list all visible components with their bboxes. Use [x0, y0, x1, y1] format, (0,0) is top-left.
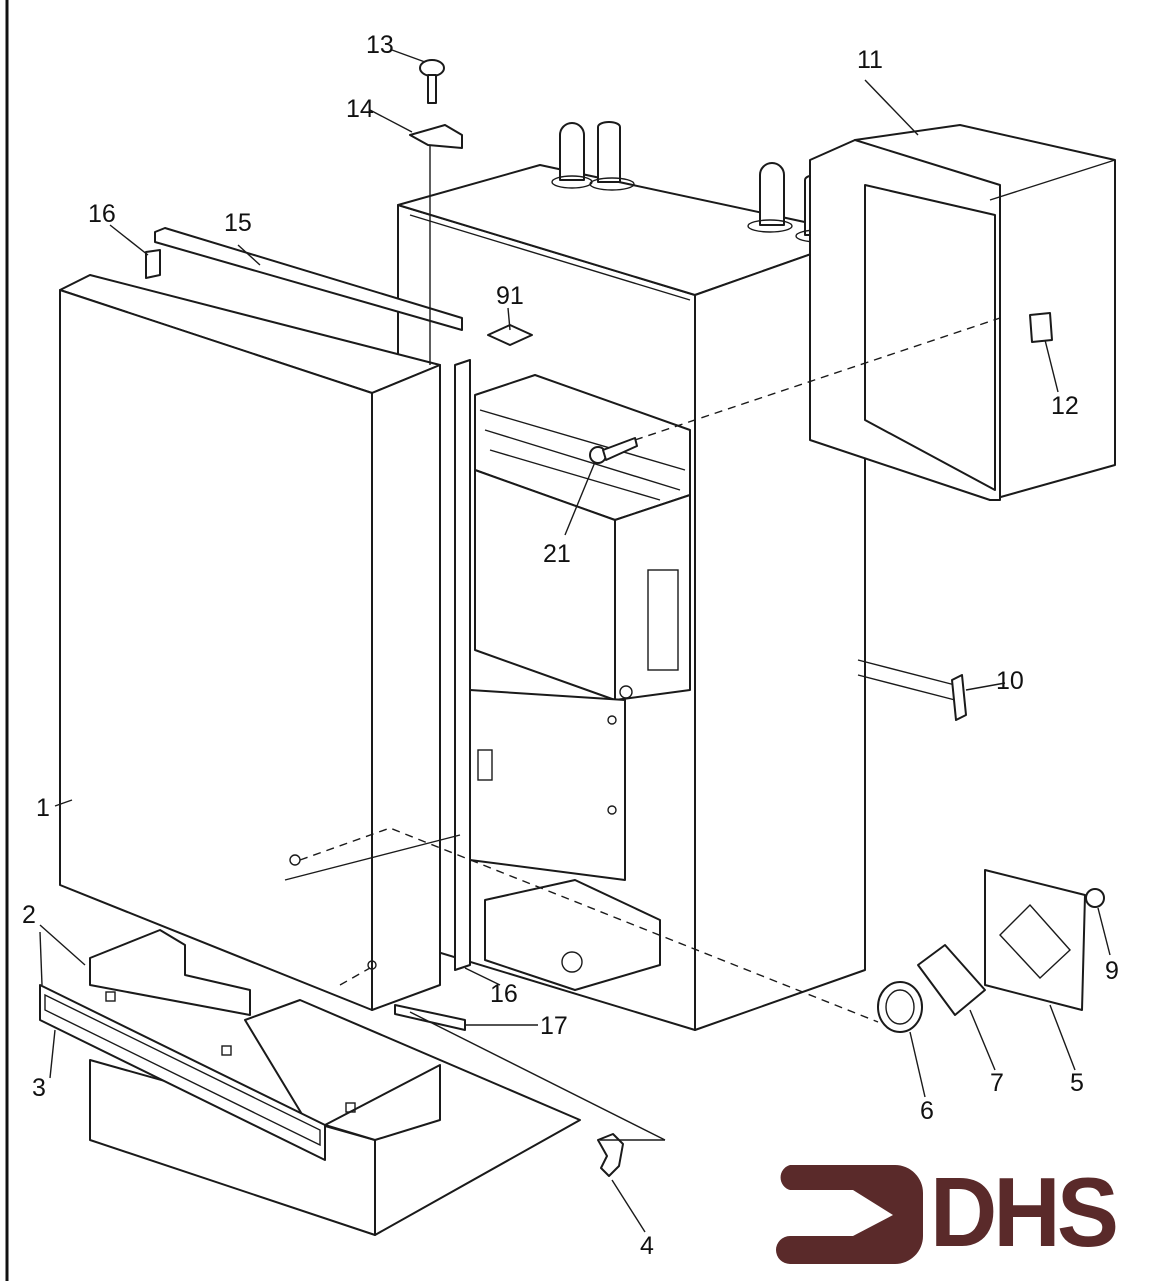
callout-3: 3 — [32, 1074, 46, 1102]
callout-16-bottom: 16 — [490, 980, 518, 1008]
callout-16-top: 16 — [88, 200, 116, 228]
side-seal-left — [145, 249, 161, 279]
bracket-10 — [951, 674, 967, 721]
grommet-6 — [877, 981, 923, 1033]
plate-7 — [917, 944, 986, 1016]
callout-11: 11 — [857, 46, 883, 74]
callout-21: 21 — [543, 540, 571, 568]
callout-7: 7 — [990, 1069, 1004, 1097]
side-seal-right — [454, 359, 471, 971]
control-fascia — [39, 929, 581, 1236]
bracket-91 — [487, 324, 533, 346]
leader-lines — [39, 49, 1111, 1233]
callout-2: 2 — [22, 901, 36, 929]
screw-21 — [589, 437, 638, 464]
flue-hood — [809, 124, 1116, 501]
bottom-seal — [394, 1004, 466, 1031]
dhs-logo-arrow — [776, 1165, 923, 1264]
callout-5: 5 — [1070, 1069, 1084, 1097]
callout-13: 13 — [366, 31, 394, 59]
wing-nut-4 — [597, 1133, 624, 1177]
callout-12: 12 — [1051, 392, 1079, 420]
callout-17: 17 — [540, 1012, 568, 1040]
callout-9: 9 — [1105, 957, 1119, 985]
callout-14: 14 — [346, 95, 374, 123]
dhs-logo-text: DHS — [930, 1157, 1119, 1267]
pipes — [551, 121, 841, 243]
callout-10: 10 — [996, 667, 1024, 695]
front-case — [59, 274, 441, 1011]
callout-1: 1 — [36, 794, 50, 822]
bracket-14 — [409, 124, 463, 149]
top-seal — [154, 227, 463, 331]
screw-13 — [419, 59, 445, 104]
callout-91: 91 — [496, 282, 524, 310]
screw-9 — [1085, 888, 1105, 908]
boiler-body — [397, 121, 866, 1031]
plate-5 — [984, 869, 1086, 1011]
callout-6: 6 — [920, 1097, 934, 1125]
callout-4: 4 — [640, 1232, 654, 1260]
callout-15: 15 — [224, 209, 252, 237]
